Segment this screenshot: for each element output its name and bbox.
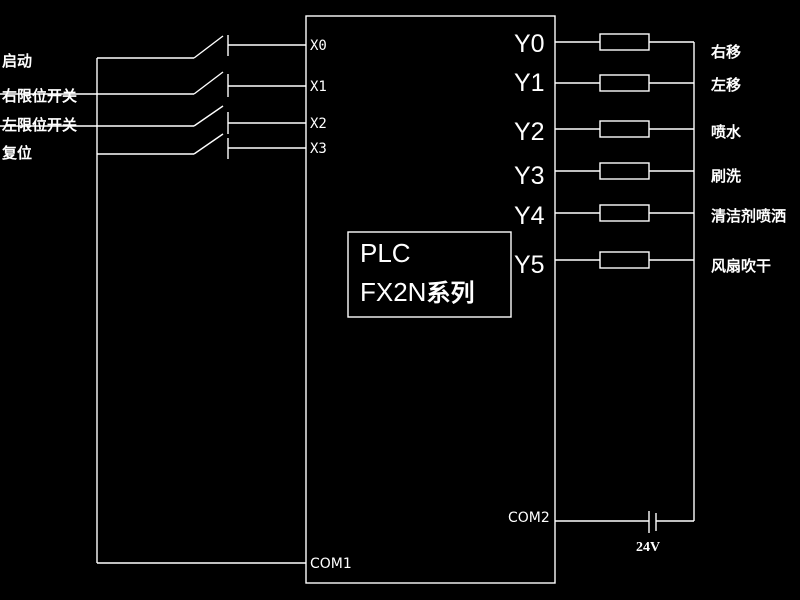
terminal-y0: Y0 [514, 30, 545, 58]
input-label-x2: 左限位开关 [1, 116, 77, 134]
terminal-x3: X3 [310, 141, 327, 157]
terminal-y5: Y5 [514, 251, 545, 279]
plc-body [305, 15, 556, 584]
terminal-com1: COM1 [310, 556, 352, 572]
input-label-x1: 右限位开关 [2, 87, 77, 105]
output-label-y5: 风扇吹干 [711, 257, 771, 275]
terminal-x0: X0 [310, 38, 327, 54]
terminal-y4: Y4 [514, 202, 545, 230]
terminal-x1: X1 [310, 79, 327, 95]
plc-label-box [347, 231, 512, 318]
input-label-x0: 启动 [2, 52, 32, 70]
terminal-x2: X2 [310, 116, 327, 132]
terminal-y3: Y3 [514, 162, 545, 190]
switch-blade-x3 [193, 133, 224, 155]
output-label-y3: 刷洗 [711, 167, 741, 185]
output-label-y0: 右移 [711, 43, 741, 61]
load-y2 [599, 120, 650, 138]
load-y3 [599, 162, 650, 180]
terminal-com2: COM2 [508, 510, 550, 526]
load-y0 [599, 33, 650, 51]
switch-blade-x1 [193, 71, 224, 95]
load-y5 [599, 251, 650, 269]
switch-blade-x0 [193, 35, 224, 59]
load-y1 [599, 74, 650, 92]
plc-model-series: 系列 [426, 279, 474, 307]
terminal-y2: Y2 [514, 118, 545, 146]
input-label-x3: 复位 [1, 144, 32, 162]
terminal-y1: Y1 [514, 69, 545, 97]
load-y4 [599, 204, 650, 222]
plc-model-code: FX2N [360, 277, 426, 307]
output-label-y1: 左移 [710, 76, 741, 94]
output-label-y2: 喷水 [711, 123, 742, 141]
plc-model: FX2N系列 [360, 277, 474, 307]
supply-voltage-label: 24V [636, 540, 660, 555]
plc-name: PLC [360, 238, 411, 268]
switch-blade-x2 [193, 105, 224, 127]
output-label-y4: 清洁剂喷洒 [711, 207, 786, 225]
